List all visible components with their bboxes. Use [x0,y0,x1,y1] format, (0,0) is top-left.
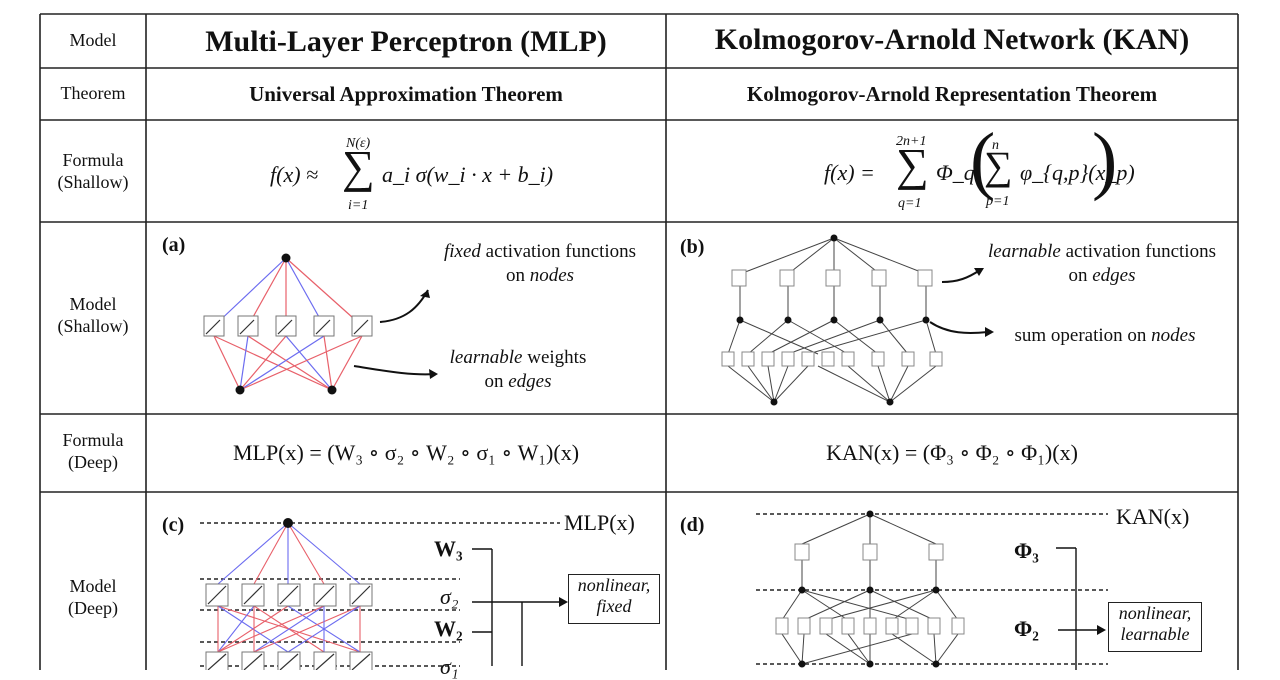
panel-a-label: (a) [162,234,186,256]
mlp-theorem: Universal Approximation Theorem [249,82,563,106]
kan-phi3-label: Φ₃ [1014,538,1039,563]
formula-shallow-row-label: Formula (Shallow) [40,150,146,193]
mlp-shallow-diagram [203,253,438,395]
mlp-sum-upper: N(ε) [346,136,371,151]
kan-note-line1: nonlinear, [1118,603,1192,623]
kan-output-label: KAN(x) [1116,504,1190,529]
kan-sum-lower: q=1 [898,196,922,211]
mlp-nonlinear-fixed-note: nonlinear, fixed [568,574,660,624]
formula-deep-label-line2: (Deep) [68,451,118,472]
mlp-deep-formula: MLP(x) = (W₃ ∘ σ₂ ∘ W₂ ∘ σ₁ ∘ W₁)(x) [232,440,580,465]
kan-inner-upper: n [992,138,999,153]
kan-theorem: Kolmogorov-Arnold Representation Theorem [746,82,1158,106]
ann-kan-sum-text: sum operation on [1014,325,1152,346]
mlp-annotation-learnable-weights: learnable weights on edges [438,346,598,394]
kan-shallow-formula: f(x) = 2n+1 ∑ q=1 Φ_q ( n ∑ p=1 φ_{q,p}(… [824,122,1135,220]
header-mlp-title: Multi-Layer Perceptron (MLP) [205,25,607,58]
mlp-annotation-fixed-activations: fixed activation functions on nodes [420,240,660,288]
panel-c-label: (c) [162,514,185,536]
mlp-deep-diagram [200,518,568,670]
model-deep-row-label: Model (Deep) [40,576,146,619]
model-deep-label-line1: Model [69,576,117,596]
ann-weights-text: weights [522,347,587,368]
kan-right-paren: ) [1092,118,1118,202]
ann-kan-nodes-word: nodes [1151,325,1196,346]
model-shallow-label-line2: (Shallow) [57,315,129,336]
ann-nodes-word: nodes [529,264,575,286]
header-kan-title: Kolmogorov-Arnold Network (KAN) [714,23,1190,56]
mlp-sum-lower: i=1 [348,198,369,213]
mlp-w3-label: W₃ [434,536,463,561]
ann-kan-on-text: on [1068,264,1093,286]
formula-shallow-label-line1: Formula [62,150,124,170]
ann-learnable-word: learnable [449,347,523,368]
ann-kan-learnable-word: learnable [988,241,1061,262]
mlp-note-line2: fixed [596,595,632,616]
kan-nonlinear-learnable-note: nonlinear, learnable [1108,602,1202,652]
kan-deep-diagram [756,510,1108,670]
ann-fixed-word: fixed [443,241,481,262]
ann-on-text: on [505,264,530,286]
kan-annotation-sum-operation: sum operation on nodes [1000,324,1210,348]
formula-deep-row-label: Formula (Deep) [40,430,146,473]
model-deep-label-line2: (Deep) [68,597,118,618]
formula-shallow-label-line2: (Shallow) [57,171,129,192]
header-model-label: Model [69,30,117,50]
mlp-sigma2-label: σ₂ [440,584,459,609]
theorem-row-label: Theorem [60,83,126,103]
panel-d-label: (d) [680,514,705,536]
formula-deep-label-line1: Formula [62,430,124,450]
kan-inner-lower: p=1 [986,194,1010,209]
mlp-shallow-formula: f(x) ≈ N(ε) ∑ i=1 a_i σ(w_i · x + b_i) [270,134,570,218]
kan-inner-body: φ_{q,p}(x_p) [1020,160,1135,185]
mlp-formula-lhs: f(x) ≈ [270,162,319,187]
model-shallow-row-label: Model (Shallow) [40,294,146,337]
kan-phi2-label: Φ₂ [1014,616,1039,641]
panel-b-label: (b) [680,236,705,258]
mlp-formula-body: a_i σ(w_i · x + b_i) [382,162,554,187]
kan-formula-lhs: f(x) = [824,160,875,185]
mlp-note-line1: nonlinear, [577,575,651,595]
kan-shallow-diagram [721,234,994,406]
kan-sum-upper: 2n+1 [896,134,927,149]
mlp-sigma1-label: σ₁ [440,654,459,679]
model-shallow-label-line1: Model [69,294,117,314]
kan-outer-phi: Φ_q [936,160,975,185]
ann-activation-text: activation functions [480,241,637,262]
kan-left-paren: ( [970,118,996,202]
kan-inner-sum-symbol: ∑ [984,143,1013,188]
ann-on-text-2: on [484,370,509,392]
mlp-sum-symbol: ∑ [342,141,375,192]
mlp-w2-label: W₂ [434,616,463,641]
ann-kan-activation-text: activation functions [1060,241,1216,262]
kan-outer-sum-symbol: ∑ [896,139,929,190]
mlp-output-label: MLP(x) [564,510,635,535]
kan-annotation-learnable-activations: learnable activation functions on edges [970,240,1234,288]
kan-note-line2: learnable [1120,623,1190,644]
ann-edges-word: edges [508,370,552,392]
kan-deep-formula: KAN(x) = (Φ₃ ∘ Φ₂ ∘ Φ₁)(x) [826,440,1078,465]
ann-kan-edges-word: edges [1092,264,1136,286]
